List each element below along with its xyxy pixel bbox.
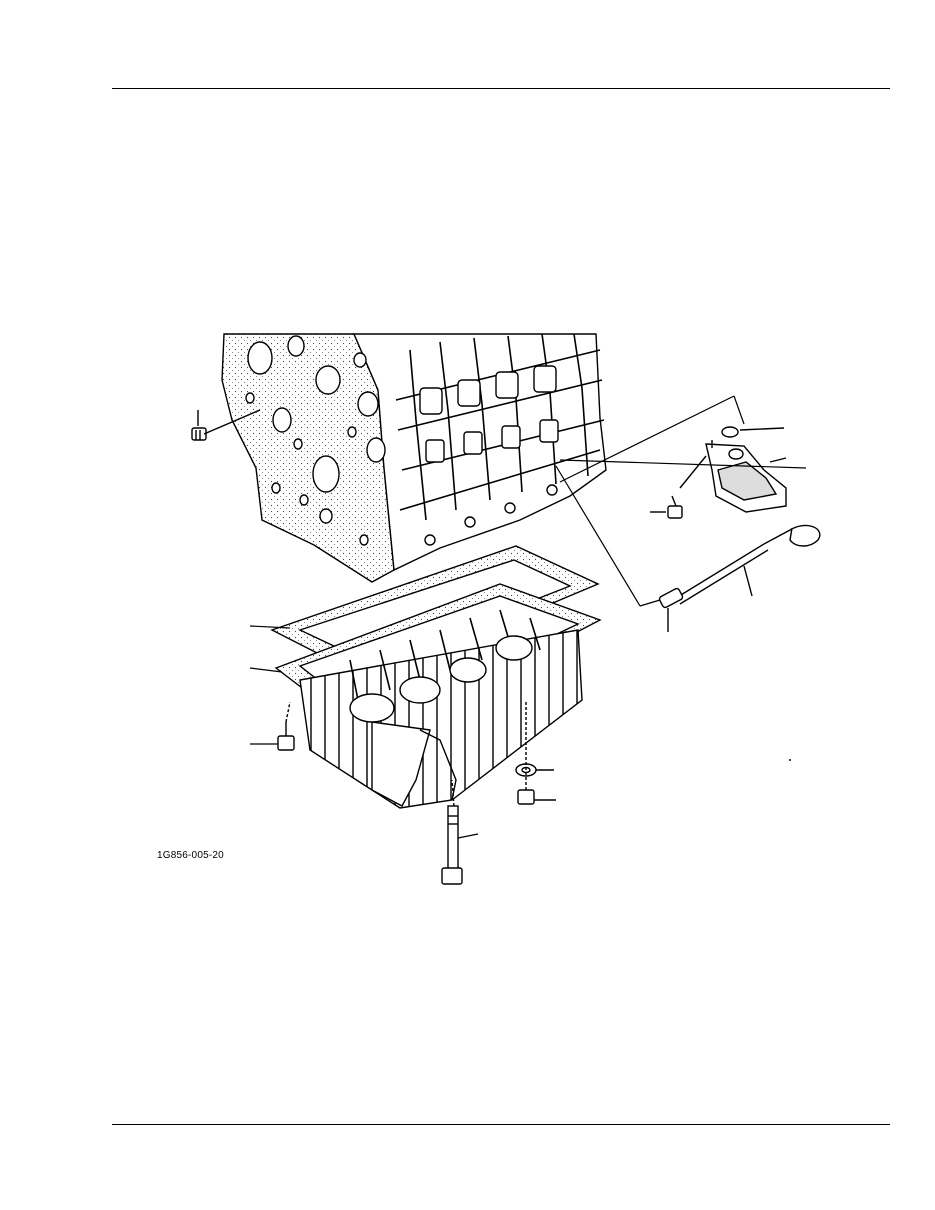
- plug-part: [191, 409, 261, 441]
- oil-pan: [274, 583, 602, 809]
- footer-rule: [112, 1124, 890, 1125]
- leader-lines: [555, 395, 807, 607]
- stray-mark: [789, 759, 791, 761]
- long-bolt: [441, 779, 479, 885]
- header-rule: [112, 88, 890, 89]
- figure-id: 1G856-005-20: [157, 850, 224, 861]
- oil-filler-cap-assembly: [650, 426, 787, 519]
- pan-bolt-left: [277, 701, 295, 751]
- callout-lines-left: [249, 625, 291, 745]
- dipstick: [658, 524, 821, 632]
- cylinder-block: [221, 333, 607, 583]
- drain-plug-assembly: [515, 700, 556, 805]
